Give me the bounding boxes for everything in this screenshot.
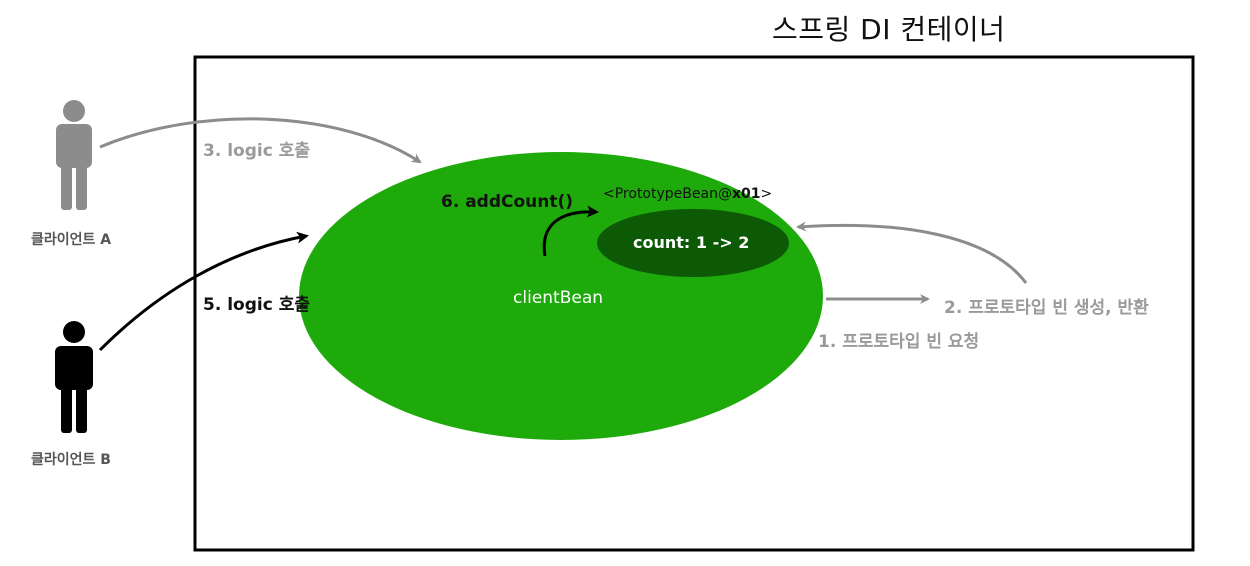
- prototype-bean-ellipse: [597, 209, 789, 277]
- arrow-step2: [796, 221, 1028, 284]
- client-a-person-icon: [56, 100, 92, 210]
- arrow-step6: [542, 205, 599, 257]
- step5-label: 5. logic 호출: [203, 295, 310, 315]
- client-a-label: 클라이언트 A: [31, 232, 112, 248]
- container-frame: [193, 55, 1195, 552]
- arrow-step3: [99, 117, 422, 164]
- client-b-person-icon: [55, 321, 93, 433]
- count-text: count: 1 -> 2: [633, 233, 750, 252]
- step3-label: 3. logic 호출: [203, 141, 310, 161]
- client-b-label: 클라이언트 B: [31, 452, 111, 468]
- step2-label: 2. 프로토타입 빈 생성, 반환: [944, 298, 1149, 318]
- client-bean-label: clientBean: [513, 288, 604, 308]
- container-title: 스프링 DI 컨테이너: [772, 13, 1006, 46]
- step6-label: 6. addCount(): [441, 192, 574, 212]
- step1-label: 1. 프로토타입 빈 요청: [818, 332, 980, 352]
- prototype-bean-label: <PrototypeBean@x01>: [603, 186, 773, 202]
- arrow-step5: [98, 231, 309, 352]
